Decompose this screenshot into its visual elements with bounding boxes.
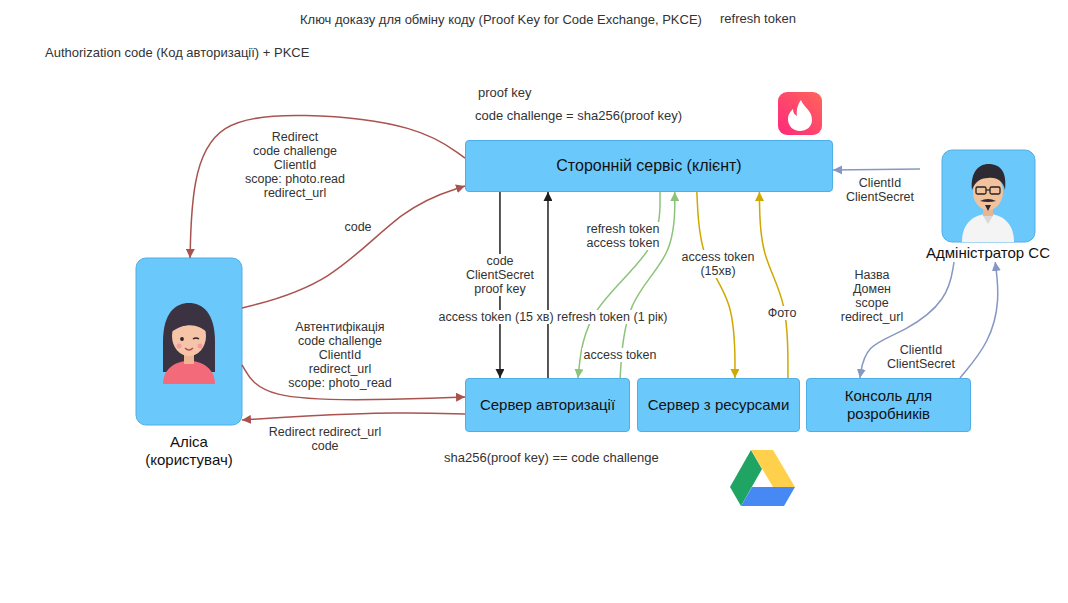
node-label: Сторонній сервіс (клієнт) (556, 156, 741, 175)
user-card: Аліса (користувач) (136, 258, 242, 425)
client-box: Сторонній сервіс (клієнт) (465, 140, 833, 192)
node-label: Консоль для розробників (814, 387, 963, 423)
flow-arrow (833, 168, 920, 170)
edge-label: Redirect code challenge ClientId scope: … (243, 130, 347, 200)
flow-arrow (242, 413, 465, 420)
user-avatar (136, 258, 242, 425)
edge-label: access token (15 хв) refresh token (1 рі… (437, 310, 670, 324)
edge-label: Автентифікація code challenge ClientId r… (286, 320, 394, 390)
flow-arrow (759, 192, 788, 378)
flow-arrow (960, 262, 998, 378)
edge-label: code (342, 220, 373, 234)
admin-card: Адміністратор СС (920, 150, 1056, 262)
node-label: Адміністратор СС (920, 244, 1056, 262)
flow-arrow (242, 186, 465, 308)
edge-label: access token (15хв) (680, 250, 757, 278)
edge-label: ClientId ClientSecret (844, 176, 916, 204)
edge-label: Назва Домен scope redirect_url (839, 268, 906, 324)
note-text: proof key (478, 85, 531, 100)
drive-logo (730, 450, 795, 506)
dev-console-box: Консоль для розробників (806, 378, 971, 432)
edge-label: code ClientSecret proof key (464, 254, 536, 296)
flow-arrow (547, 192, 549, 378)
flow-arrow (190, 115, 465, 258)
edge-label: ClientId ClientSecret (885, 343, 957, 371)
edge-label: refresh token access token (585, 222, 662, 250)
note-text: code challenge = sha256(proof key) (475, 108, 682, 123)
node-label: Сервер з ресурсами (648, 396, 790, 414)
node-label: Сервер авторизації (480, 396, 615, 414)
auth-server-box: Сервер авторизації (465, 378, 630, 432)
note-text: refresh token (720, 11, 796, 26)
node-label: Аліса (користувач) (129, 433, 249, 469)
note-text: Ключ доказу для обміну коду (Proof Key f… (300, 12, 702, 27)
admin-avatar (942, 150, 1035, 242)
client-logo (778, 92, 822, 135)
edge-label: Redirect redirect_url code (267, 425, 384, 453)
note-text: sha256(proof key) == code challenge (444, 450, 659, 465)
edge-label: Фото (766, 306, 799, 320)
diagram-title: Authorization code (Код авторизації) + P… (45, 45, 309, 60)
flow-arrow (578, 192, 660, 378)
resource-server-box: Сервер з ресурсами (637, 378, 800, 432)
flow-arrow (697, 192, 735, 378)
edge-label: access token (582, 348, 659, 362)
